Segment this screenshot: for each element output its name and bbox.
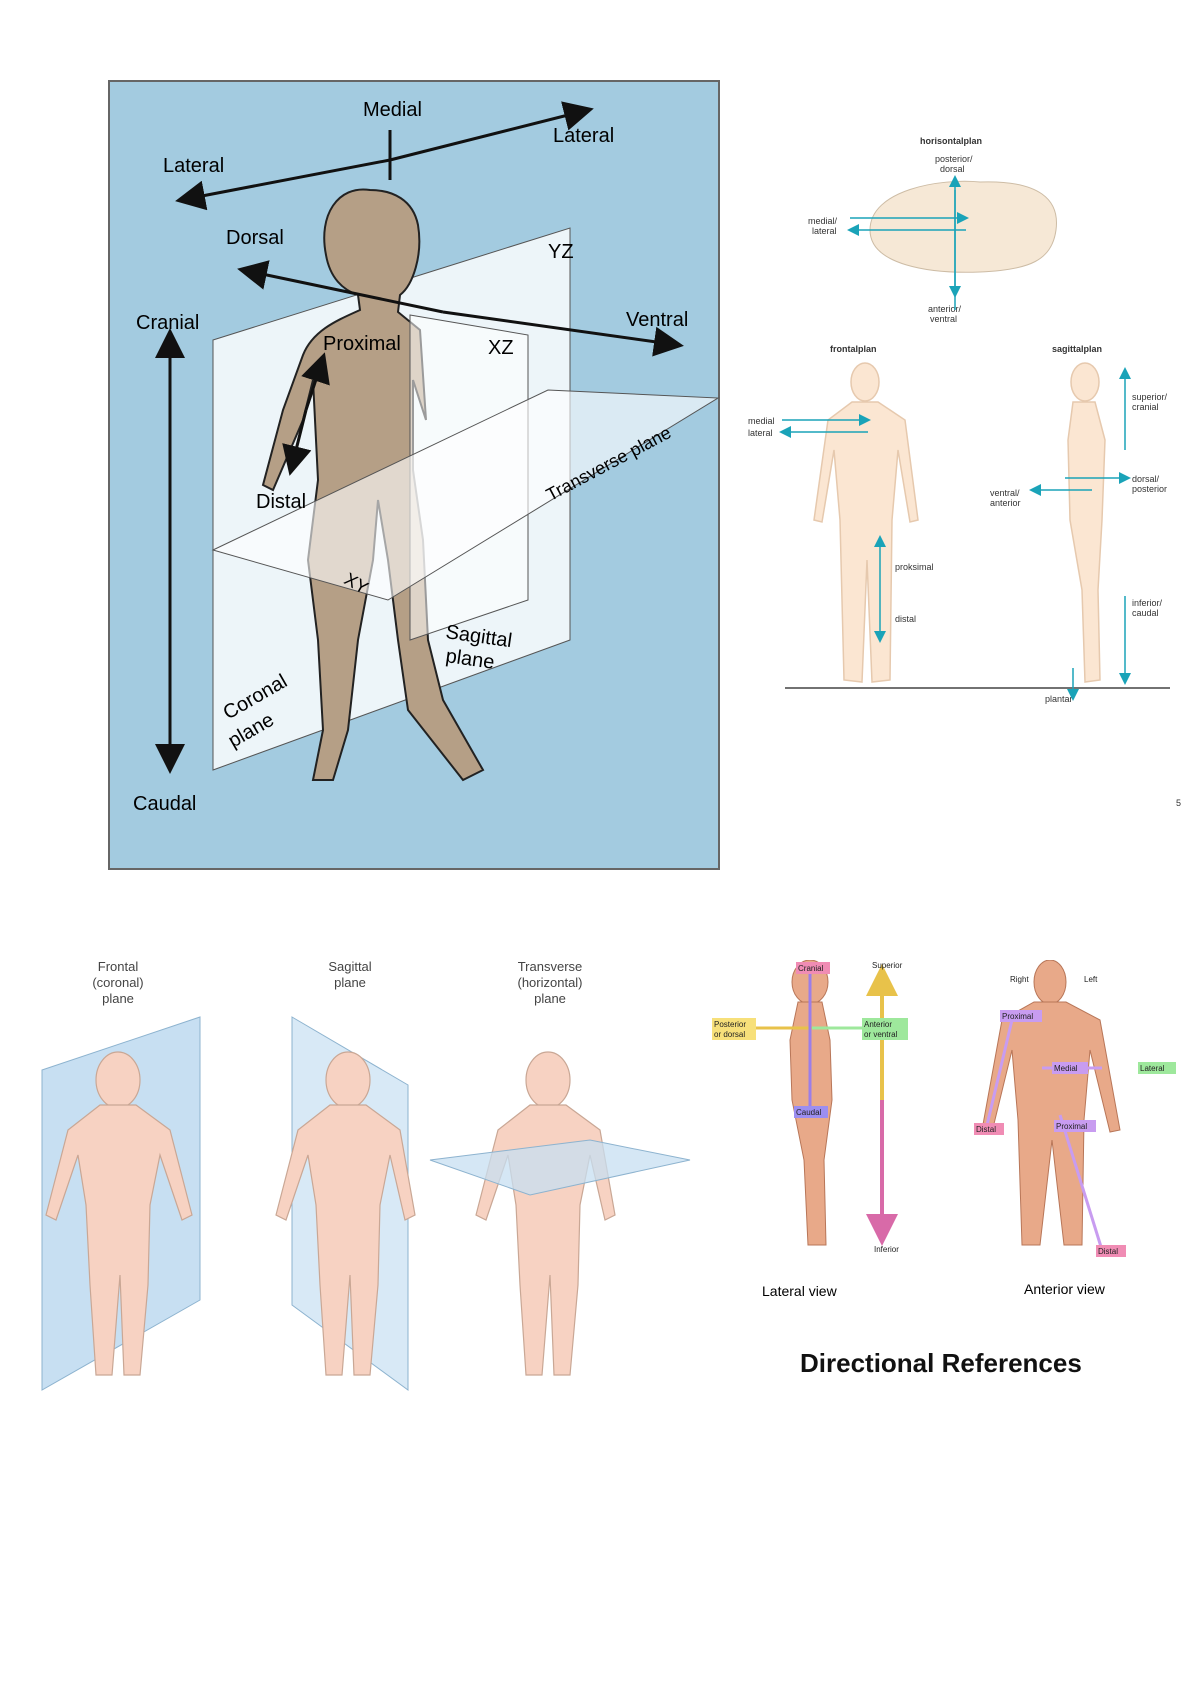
label-inferior-1: inferior/ [1132, 598, 1163, 608]
label-cranial: Cranial [136, 312, 199, 334]
label-xz: XZ [488, 337, 514, 359]
page-number: 5 [1176, 798, 1181, 808]
frontal-body [813, 362, 919, 683]
label-transverse-2: (horizontal) [517, 975, 582, 990]
lateral-right-arrow [389, 101, 594, 162]
label-inferior-fig4: Inferior [874, 1245, 899, 1254]
label-proximal-mid: Proximal [1056, 1122, 1087, 1131]
cranial-box [796, 962, 830, 974]
label-distal-left: Distal [976, 1125, 996, 1134]
label-dorsal: Dorsal [226, 227, 284, 249]
figure-norwegian-planes: horisontalplan posterior/ dorsal medial/… [740, 120, 1190, 820]
label-caudal: Caudal [133, 793, 196, 815]
three-planes-illustration: Frontal (coronal) plane Sagittal plane T… [41, 959, 691, 1391]
label-dorsal-1: dorsal/ [1132, 474, 1160, 484]
label-posterior-2: dorsal [940, 164, 965, 174]
label-frontal-2: (coronal) [92, 975, 143, 990]
figure-directional-references: Cranial Caudal Posterior or dorsal Anter… [712, 959, 1192, 1340]
figure-three-planes: Frontal (coronal) plane Sagittal plane T… [30, 955, 710, 1395]
sagittal-body [1067, 362, 1106, 683]
medial-box [1052, 1062, 1088, 1074]
label-cranial-fig4: Cranial [798, 964, 824, 973]
distal-arrow [282, 409, 312, 476]
caudal-box [794, 1106, 828, 1118]
label-anterior-2: ventral [930, 314, 957, 324]
label-proximal: Proximal [323, 333, 401, 355]
lateral-left-arrow [175, 158, 391, 211]
label-anterior-view: Anterior view [1024, 1281, 1106, 1297]
frontal-plane-body [45, 1051, 193, 1376]
label-lateral-right: Lateral [553, 125, 614, 147]
lateral-box [1138, 1062, 1176, 1074]
dorsal-arrow [237, 260, 444, 314]
figure-body-planes: Medial Lateral Lateral Dorsal Ventral Cr… [108, 80, 720, 870]
proximal-arrow [301, 352, 330, 411]
label-ventral-2: anterior [990, 498, 1021, 508]
directional-references-title: Directional References [800, 1348, 1082, 1378]
label-medial: medial [748, 416, 775, 426]
label-caudal-fig4: Caudal [796, 1108, 822, 1117]
label-posterior-1-fig4: Posterior [714, 1020, 746, 1029]
label-superior-1: superior/ [1132, 392, 1168, 402]
directional-references-illustration: Cranial Caudal Posterior or dorsal Anter… [712, 959, 1176, 1299]
label-sagittal-2-fig3: plane [334, 975, 366, 990]
transverse-plane-fig3 [429, 1139, 691, 1196]
label-frontal-1: Frontal [98, 959, 139, 974]
label-anterior-2-fig4: or ventral [864, 1030, 898, 1039]
sagittal-plane-body [275, 1051, 416, 1376]
label-lateral: lateral [748, 428, 773, 438]
label-lateral-fig4: Lateral [1140, 1064, 1165, 1073]
label-frontalplan: frontalplan [830, 344, 877, 354]
label-superior-2: cranial [1132, 402, 1159, 412]
norwegian-planes-illustration: horisontalplan posterior/ dorsal medial/… [748, 136, 1181, 808]
transverse-plane-body [475, 1051, 616, 1376]
distal-left-box [974, 1123, 1004, 1135]
arm-proximal-distal-arrow [985, 1019, 1014, 1126]
leg-proximal-distal-arrow [1058, 1114, 1104, 1251]
label-medial-lateral-2: lateral [812, 226, 837, 236]
proximal-top-box [1000, 1010, 1042, 1022]
label-anterior-1-fig4: Anterior [864, 1020, 892, 1029]
label-anterior-1: anterior/ [928, 304, 962, 314]
label-horisontalplan: horisontalplan [920, 136, 982, 146]
label-ventral-1: ventral/ [990, 488, 1020, 498]
label-yz: YZ [548, 241, 574, 263]
label-superior-fig4: Superior [872, 961, 903, 970]
label-distal: distal [895, 614, 916, 624]
label-plantar: plantar [1045, 694, 1073, 704]
label-sagittalplan: sagittalplan [1052, 344, 1102, 354]
label-right: Right [1010, 975, 1029, 984]
label-lateral-view: Lateral view [762, 1283, 838, 1299]
anterior-box [862, 1018, 908, 1040]
label-inferior-2: caudal [1132, 608, 1159, 618]
label-transverse-3: plane [534, 991, 566, 1006]
label-transverse-1: Transverse [518, 959, 583, 974]
label-dorsal-2: posterior [1132, 484, 1167, 494]
label-ventral: Ventral [626, 309, 688, 331]
label-left: Left [1084, 975, 1098, 984]
body-planes-illustration: Medial Lateral Lateral Dorsal Ventral Cr… [108, 80, 720, 870]
label-posterior-1: posterior/ [935, 154, 973, 164]
label-distal: Distal [256, 491, 306, 513]
posterior-box [712, 1018, 756, 1040]
label-proksimal: proksimal [895, 562, 934, 572]
label-proximal-top: Proximal [1002, 1012, 1033, 1021]
label-frontal-3: plane [102, 991, 134, 1006]
label-lateral-left: Lateral [163, 155, 224, 177]
label-medial-fig4: Medial [1054, 1064, 1078, 1073]
distal-bottom-box [1096, 1245, 1126, 1257]
anterior-view-body [981, 959, 1121, 1246]
label-distal-bottom: Distal [1098, 1247, 1118, 1256]
label-posterior-2-fig4: or dorsal [714, 1030, 745, 1039]
ventral-arrow [442, 310, 684, 357]
label-medial-lateral-1: medial/ [808, 216, 838, 226]
brain-outline [869, 180, 1057, 273]
label-sagittal-1-fig3: Sagittal [328, 959, 371, 974]
proximal-mid-box [1054, 1120, 1096, 1132]
transverse-plane [211, 389, 720, 601]
label-medial: Medial [363, 99, 422, 121]
